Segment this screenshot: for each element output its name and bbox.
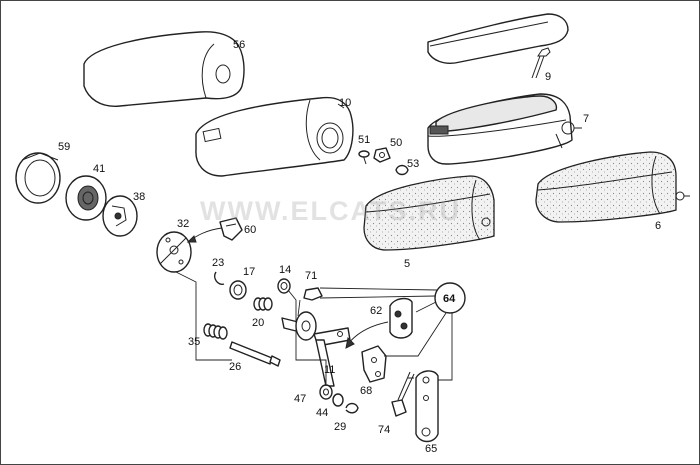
- part-14-bushing: [277, 278, 291, 294]
- part-74-screw: [391, 371, 415, 417]
- label-44: 44: [316, 407, 328, 419]
- label-60: 60: [244, 224, 256, 236]
- label-35: 35: [188, 336, 200, 348]
- label-7: 7: [583, 113, 589, 125]
- part-59-ring: [15, 152, 61, 204]
- label-20: 20: [252, 317, 264, 329]
- label-26: 26: [229, 361, 241, 373]
- part-44-washer: [332, 393, 344, 407]
- part-23-circlip: [214, 271, 225, 285]
- label-11: 11: [324, 364, 335, 376]
- part-56-armrest-cover: [83, 31, 245, 107]
- part-10-armrest-shell: [195, 96, 354, 177]
- label-53: 53: [407, 158, 419, 170]
- label-59: 59: [58, 141, 70, 153]
- label-17: 17: [243, 266, 255, 278]
- part-29-clip: [345, 402, 359, 414]
- part-41-bezel: [65, 175, 107, 221]
- callout-64-group: [319, 282, 466, 381]
- label-56: 56: [233, 39, 245, 51]
- part-6-armrest-base: [535, 151, 690, 223]
- part-35-spring: [203, 323, 228, 340]
- label-51: 51: [358, 134, 370, 146]
- part-71-nut: [303, 287, 323, 301]
- label-74: 74: [378, 424, 390, 436]
- part-17-bushing: [229, 280, 247, 300]
- part-5-armrest-padding: [363, 175, 495, 251]
- part-62-mount-plate: [389, 297, 413, 339]
- label-64: 64: [443, 293, 456, 305]
- part-11-shaft: [281, 311, 351, 387]
- label-50: 50: [390, 137, 402, 149]
- part-51-screw: [358, 150, 370, 165]
- label-6: 6: [655, 220, 661, 232]
- label-68: 68: [360, 385, 372, 397]
- part-53-clip: [395, 164, 409, 176]
- part-50-nut: [373, 147, 391, 163]
- label-32: 32: [177, 218, 189, 230]
- label-71: 71: [305, 270, 317, 282]
- label-62: 62: [370, 305, 382, 317]
- part-47-bushing: [319, 384, 333, 400]
- part-7-armrest-assembly: [427, 93, 582, 165]
- label-29: 29: [334, 421, 346, 433]
- label-5: 5: [404, 258, 410, 270]
- part-20-spring: [253, 297, 273, 311]
- label-41: 41: [93, 163, 105, 175]
- label-14: 14: [279, 264, 291, 276]
- part-65-lever-plate: [415, 370, 439, 443]
- label-47: 47: [294, 393, 306, 405]
- label-10: 10: [339, 97, 351, 109]
- callout-64-circle: [434, 282, 466, 314]
- label-9: 9: [545, 71, 551, 83]
- label-65: 65: [425, 443, 437, 455]
- part-38-cam-disc: [102, 195, 138, 237]
- part-32-plate: [156, 231, 192, 273]
- part-68-bracket: [361, 345, 387, 383]
- part-9-top-pad: [427, 13, 569, 79]
- label-38: 38: [133, 191, 145, 203]
- part-60-clip: [219, 217, 243, 241]
- label-23: 23: [212, 257, 224, 269]
- part-26-rod: [229, 341, 281, 367]
